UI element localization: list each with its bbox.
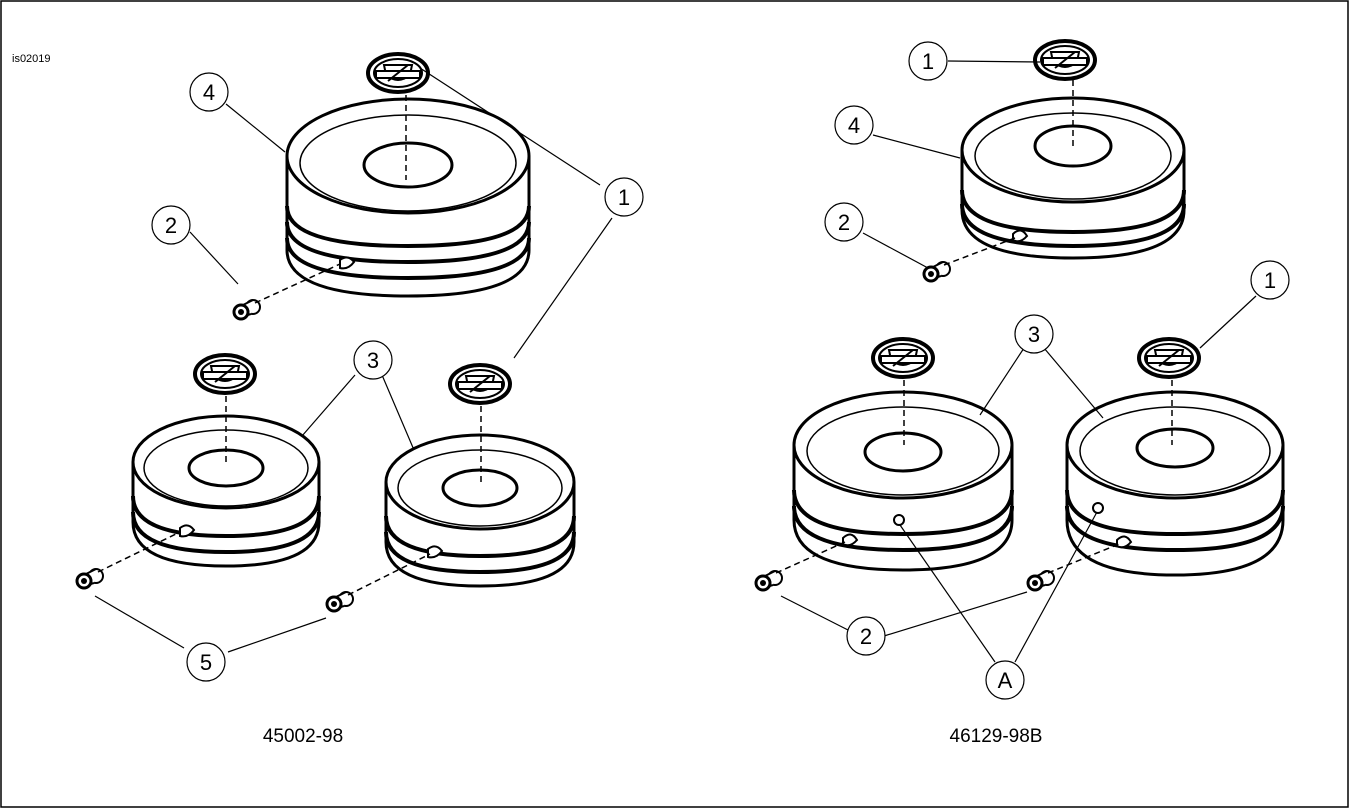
callout-2: 2	[151, 205, 191, 245]
callout-2-top: 2	[824, 202, 864, 242]
medallion-icon	[871, 337, 935, 379]
kit-right: 1 1 2 2 3 4 A 46129-98B	[754, 39, 1290, 747]
callout-2-bottom: 2	[846, 616, 886, 656]
kit-left: 1 2 3 4 5 45002-98	[75, 52, 644, 747]
svg-text:4: 4	[848, 113, 860, 138]
callout-a: A	[985, 660, 1025, 700]
callout-1: 1	[604, 177, 644, 217]
callout-5: 5	[186, 642, 226, 682]
svg-text:1: 1	[618, 185, 630, 210]
svg-text:1: 1	[1264, 268, 1276, 293]
set-screw-icon	[754, 569, 784, 592]
medallion-icon	[193, 353, 257, 395]
svg-text:4: 4	[203, 80, 215, 105]
medallion-icon	[366, 52, 430, 94]
medallion-icon	[1033, 39, 1097, 81]
medallion-icon	[1137, 337, 1201, 379]
callout-4: 4	[834, 105, 874, 145]
callout-3: 3	[1014, 314, 1054, 354]
small-grip-2	[384, 433, 576, 588]
svg-text:3: 3	[367, 348, 379, 373]
callout-4: 4	[189, 72, 229, 112]
part-number-right: 46129-98B	[950, 726, 1043, 747]
set-screw-icon	[1026, 569, 1056, 592]
grip-bottom-2	[1065, 390, 1285, 577]
svg-text:3: 3	[1028, 322, 1040, 347]
svg-text:2: 2	[838, 210, 850, 235]
svg-text:2: 2	[165, 213, 177, 238]
callout-1-right: 1	[1250, 260, 1290, 300]
callout-1-top: 1	[908, 41, 948, 81]
grip-top	[960, 96, 1186, 260]
part-number-left: 45002-98	[263, 726, 343, 747]
svg-text:2: 2	[860, 624, 872, 649]
grip-bottom-1	[792, 390, 1014, 572]
medallion-icon	[448, 363, 512, 405]
large-grip	[285, 97, 531, 298]
figure-id: is02019	[12, 53, 51, 65]
callout-3: 3	[353, 340, 393, 380]
svg-text:A: A	[998, 668, 1013, 693]
svg-text:5: 5	[200, 650, 212, 675]
svg-text:1: 1	[922, 49, 934, 74]
